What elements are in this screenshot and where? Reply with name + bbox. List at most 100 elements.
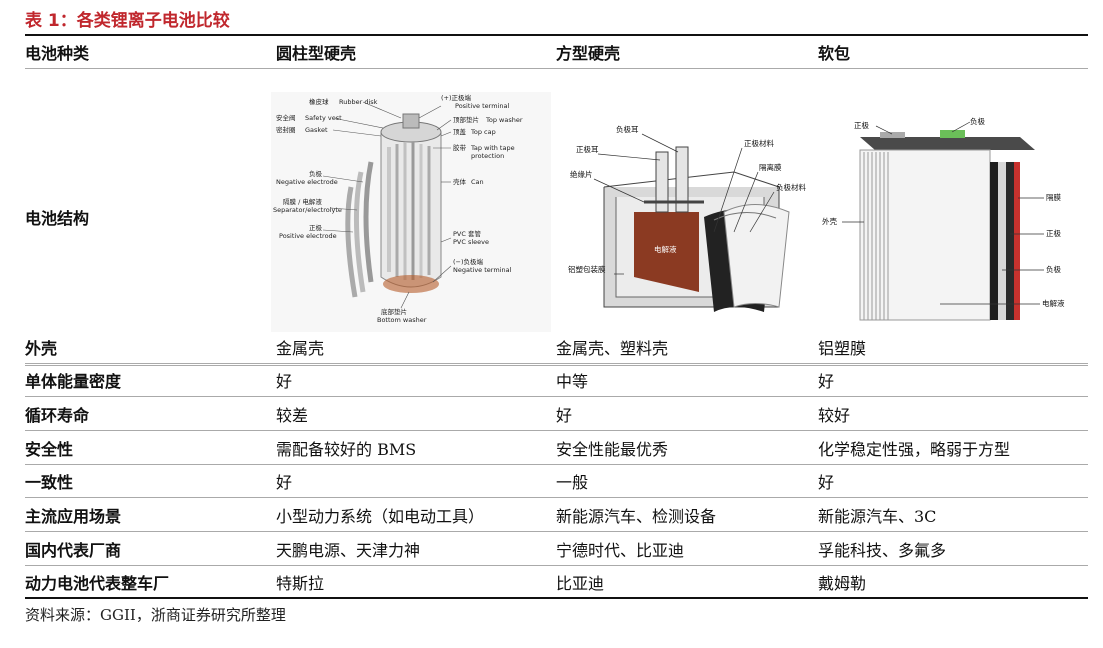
label-pouch-separator: 隔膜 (1046, 192, 1062, 202)
cell-prismatic: 新能源汽车、检测设备 (556, 506, 717, 526)
row-label: 主流应用场景 (25, 506, 122, 526)
header-cylindrical: 圆柱型硬壳 (276, 44, 357, 63)
label-tape-en2: protection (471, 152, 504, 160)
label-top-cap-en: Top cap (470, 128, 496, 136)
label-safety-en: Safety vest (305, 114, 342, 122)
cell-prismatic: 宁德时代、比亚迪 (556, 540, 685, 560)
label-neg-tab: 负极耳 (616, 124, 639, 134)
label-gasket-cn: 密封圈 (276, 125, 296, 134)
label-gasket-en: Gasket (305, 126, 328, 134)
table-top-rule (25, 34, 1088, 36)
header-prismatic: 方型硬壳 (556, 44, 621, 63)
label-pouch-electrolyte: 电解液 (1042, 298, 1065, 308)
label-neg-en: Negative electrode (276, 178, 338, 186)
label-pos-cn: 正极 (309, 223, 323, 232)
cell-prismatic: 一般 (556, 473, 589, 492)
label-pos-term-en: Positive terminal (455, 102, 509, 110)
label-pos-material: 正极材料 (744, 138, 774, 148)
label-safety-cn: 安全阀 (276, 113, 296, 122)
cell-pouch: 新能源汽车、3C (818, 506, 937, 526)
label-neg-term-en: Negative terminal (453, 266, 512, 274)
table-row: 一致性 好 一般 好 (25, 465, 1088, 498)
cell-cylindrical: 好 (276, 473, 293, 492)
label-pos-term-cn: (+)正极端 (441, 93, 472, 102)
label-pouch-neg: 负极 (970, 116, 985, 126)
cell-prismatic: 金属壳、塑料壳 (556, 338, 669, 358)
label-can-en: Can (471, 178, 484, 186)
cell-cylindrical: 天鹏电源、天津力神 (276, 540, 421, 560)
label-pouch-pos2: 正极 (1046, 228, 1062, 238)
pouch-diagram-cell: 正极 负极 隔膜 外壳 正极 负极 电解液 (818, 69, 1088, 365)
label-top-washer-en: Top washer (485, 116, 523, 124)
table-row: 国内代表厂商 天鹏电源、天津力神 宁德时代、比亚迪 孚能科技、多氟多 (25, 532, 1088, 566)
row-label: 安全性 (25, 439, 74, 459)
cell-cylindrical: 小型动力系统（如电动工具） (276, 506, 485, 526)
table-row: 循环寿命 较差 好 较好 (25, 397, 1088, 431)
header-row: 电池种类 圆柱型硬壳 方型硬壳 软包 (25, 36, 1088, 69)
label-pouch-neg2: 负极 (1046, 264, 1062, 274)
label-separator: 隔离膜 (759, 162, 782, 172)
label-rubber-cn: 橡皮球 (309, 97, 329, 106)
label-sep-en: Separator/electrolyte (273, 206, 342, 214)
label-pvc-cn: PVC 套管 (453, 229, 481, 238)
row-label: 一致性 (25, 473, 74, 492)
structure-row-label: 电池结构 (25, 209, 90, 228)
cell-cylindrical: 需配备较好的 BMS (276, 439, 417, 459)
label-top-washer-cn: 顶部垫片 (453, 115, 479, 124)
table-row: 外壳 金属壳 金属壳、塑料壳 铝塑膜 (25, 330, 1088, 364)
label-neg-cn: 负极 (309, 169, 323, 178)
row-label: 循环寿命 (25, 405, 90, 425)
label-top-cap-cn: 顶盖 (453, 127, 467, 136)
prismatic-diagram-cell: 负极耳 正极耳 绝缘片 正极材料 隔离膜 负极材料 电解液 铝塑包装膜 (556, 69, 818, 365)
cell-prismatic: 安全性能最优秀 (556, 439, 669, 459)
header-battery-type: 电池种类 (25, 44, 90, 63)
cell-pouch: 较好 (818, 405, 851, 425)
cell-pouch: 好 (818, 372, 835, 391)
label-neg-term-cn: (−)负极端 (453, 257, 484, 266)
cylindrical-diagram-cell: 橡皮球 Rubber disk (+)正极端 Positive terminal… (271, 69, 556, 365)
label-bottom-cn: 底部垫片 (381, 307, 407, 316)
label-pvc-en: PVC sleeve (453, 238, 489, 246)
cell-pouch: 好 (818, 473, 835, 492)
cell-cylindrical: 好 (276, 372, 293, 391)
row-label: 单体能量密度 (25, 372, 122, 391)
cell-cylindrical: 特斯拉 (276, 573, 325, 593)
cell-prismatic: 中等 (556, 372, 589, 391)
label-tape-cn: 胶带 (453, 143, 467, 152)
row-label: 国内代表厂商 (25, 540, 122, 560)
pouch-battery-diagram: 正极 负极 隔膜 外壳 正极 负极 电解液 (820, 102, 1080, 332)
label-tape-en1: Tap with tape (470, 144, 515, 152)
header-pouch: 软包 (818, 44, 851, 63)
label-insulator: 绝缘片 (570, 169, 593, 179)
cell-pouch: 化学稳定性强，略弱于方型 (818, 439, 1011, 459)
table-caption: 表 1：各类锂离子电池比较 (25, 11, 230, 31)
label-pos-tab: 正极耳 (576, 144, 599, 154)
cell-pouch: 铝塑膜 (818, 338, 867, 358)
cell-prismatic: 比亚迪 (556, 573, 605, 593)
table-row: 主流应用场景 小型动力系统（如电动工具） 新能源汽车、检测设备 新能源汽车、3C (25, 498, 1088, 532)
prismatic-battery-diagram: 负极耳 正极耳 绝缘片 正极材料 隔离膜 负极材料 电解液 铝塑包装膜 (564, 102, 814, 332)
cell-cylindrical: 较差 (276, 405, 309, 425)
label-pos-en: Positive electrode (279, 232, 337, 240)
label-al-film: 铝塑包装膜 (568, 264, 606, 274)
label-neg-material: 负极材料 (776, 182, 806, 192)
label-pouch-shell: 外壳 (822, 216, 837, 226)
cylindrical-battery-diagram: 橡皮球 Rubber disk (+)正极端 Positive terminal… (271, 92, 551, 332)
label-pouch-pos: 正极 (854, 120, 869, 130)
cell-cylindrical: 金属壳 (276, 338, 325, 358)
table-row: 单体能量密度 好 中等 好 (25, 364, 1088, 397)
cell-pouch: 戴姆勒 (818, 573, 867, 593)
structure-row: 电池结构 橡皮球 (25, 69, 1088, 366)
label-bottom-en: Bottom washer (377, 316, 427, 324)
label-electrolyte: 电解液 (654, 244, 677, 254)
row-label: 动力电池代表整车厂 (25, 573, 170, 593)
table-row: 动力电池代表整车厂 特斯拉 比亚迪 戴姆勒 (25, 566, 1088, 599)
row-label: 外壳 (25, 338, 58, 358)
label-sep-cn: 隔膜 / 电解液 (283, 197, 322, 206)
label-can-cn: 壳体 (453, 177, 467, 186)
label-rubber-en: Rubber disk (339, 98, 378, 106)
cell-prismatic: 好 (556, 405, 573, 425)
source-note: 资料来源：GGII，浙商证券研究所整理 (25, 606, 286, 624)
table-row: 安全性 需配备较好的 BMS 安全性能最优秀 化学稳定性强，略弱于方型 (25, 431, 1088, 465)
cell-pouch: 孚能科技、多氟多 (818, 540, 947, 560)
